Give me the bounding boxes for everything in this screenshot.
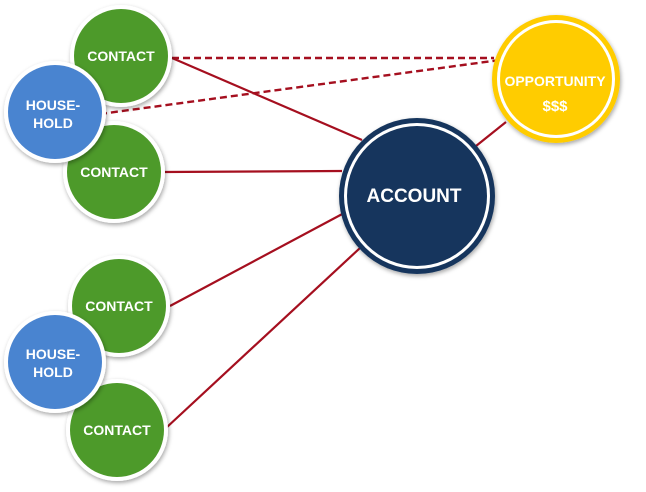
contact-label: CONTACT — [85, 298, 153, 314]
opportunity-amount: $$$ — [542, 98, 568, 115]
household-label: HOUSE- — [26, 97, 81, 113]
contact-label: CONTACT — [87, 48, 155, 64]
household-node — [4, 311, 106, 413]
contact-label: CONTACT — [80, 164, 148, 180]
opportunity-node — [492, 15, 620, 143]
household-label: HOLD — [33, 364, 73, 380]
household-node — [4, 61, 106, 163]
opportunity-label: OPPORTUNITY — [504, 73, 606, 89]
connectors — [99, 56, 507, 429]
household-label: HOLD — [33, 115, 73, 131]
connector-contact-3-account — [169, 211, 347, 307]
dashed-connector-household-opportunity — [99, 58, 501, 116]
account-node — [339, 118, 495, 274]
connector-contact-2-account — [163, 169, 343, 174]
household-label: HOUSE- — [26, 346, 81, 362]
contact-node — [66, 379, 168, 481]
connector-account-opportunity — [475, 121, 507, 147]
contact-label: CONTACT — [83, 422, 151, 438]
connector-contact-4-account — [165, 247, 361, 429]
connector-contact-1-account — [171, 56, 363, 142]
account-label: ACCOUNT — [367, 186, 462, 207]
